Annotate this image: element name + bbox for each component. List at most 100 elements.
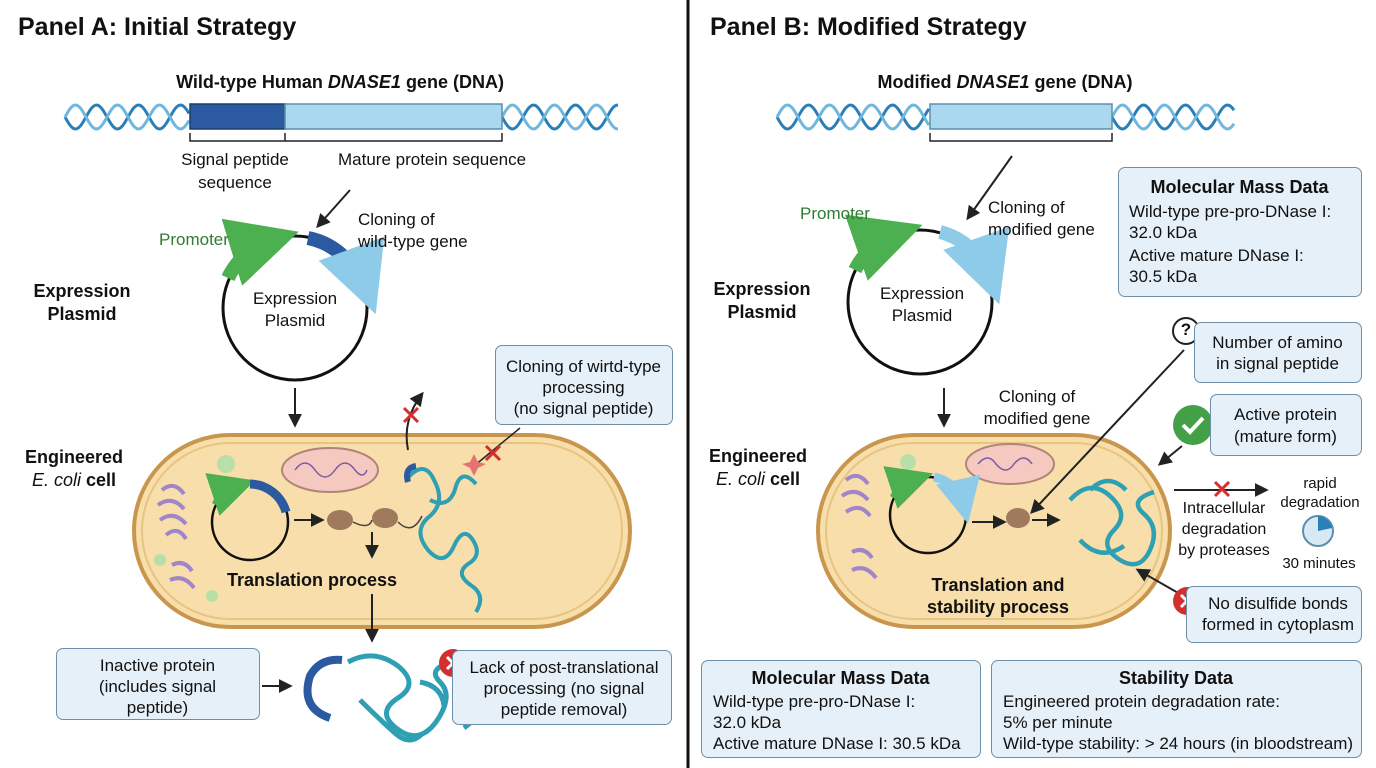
cell-side-a-1: Engineered (24, 447, 124, 467)
molecular-mass-box-bottom: Molecular Mass Data Wild-type pre-pro-DN… (701, 660, 981, 758)
disulfide-box: No disulfide bonds formed in cytoplasm (1186, 586, 1362, 643)
plasmid-inner-b-2: Plasmid (891, 306, 953, 325)
minutes-label: 30 minutes (1282, 555, 1356, 572)
timer-icon (1302, 515, 1334, 547)
signal-peptide-label-1: Signal peptide (181, 150, 289, 169)
degradation-line-3: by proteases (1178, 542, 1270, 559)
gene-name: DNASE1 (327, 72, 401, 92)
gene-suffix: gene (DNA) (400, 72, 504, 92)
mass-bottom-title: Molecular Mass Data (751, 668, 930, 688)
blocked-export-arrow (405, 391, 424, 451)
gene-prefix: Wild-type Human (176, 72, 328, 92)
processing-line-3: (no signal peptide) (513, 399, 654, 418)
cleavage-burst-icon (462, 454, 486, 476)
cloning-arrow-a (316, 189, 351, 229)
cloning-mid-b-1: Cloning of (998, 387, 1076, 406)
mass-top-line-4: 30.5 kDa (1129, 267, 1198, 286)
cell-word: cell (81, 470, 117, 490)
mass-bottom-line-2: 32.0 kDa (713, 713, 782, 732)
gene-bracket-b (929, 133, 1113, 142)
cloning-mid-b-2: modified gene (983, 409, 1091, 428)
gene-suffix-b: gene (DNA) (1029, 72, 1133, 92)
inactive-line-1: Inactive protein (99, 656, 216, 675)
ecoli-italic: E. coli (31, 470, 81, 490)
plasmid-a (221, 218, 385, 382)
panel-b-title: Panel B: Modified Strategy (710, 13, 1027, 41)
question-mark-text: ? (1180, 320, 1192, 339)
plasmid-inner-a-1: Expression (252, 289, 338, 308)
stability-line-3: Wild-type stability: > 24 hours (in bloo… (1003, 734, 1354, 753)
translation-label-b-2: stability process (926, 597, 1070, 617)
mass-bottom-line-1: Wild-type pre-pro-DNase I: (713, 692, 916, 711)
cloning-arrow-b (966, 155, 1013, 221)
active-line-2: (mature form) (1234, 427, 1337, 446)
processing-line-1: Cloning of wirtd-type (506, 357, 661, 376)
disulfide-line-1: No disulfide bonds (1208, 594, 1348, 613)
gene-name-b: DNASE1 (956, 72, 1030, 92)
plasmid-side-a-1: Expression (33, 281, 131, 301)
check-icon (1173, 405, 1213, 445)
lack-line-2: processing (no signal (483, 679, 645, 698)
amino-line-2: in signal peptide (1216, 354, 1339, 373)
dna-helix-a (63, 103, 619, 131)
post-translational-box: Lack of post-translational processing (n… (452, 650, 672, 725)
promoter-label-b: Promoter (800, 204, 870, 223)
inactive-protein-box: Inactive protein (includes signal peptid… (56, 648, 260, 720)
mass-top-line-3: Active mature DNase I: (1129, 246, 1304, 265)
lack-line-3: peptide removal) (500, 700, 628, 719)
rapid-line-2: degradation (1280, 494, 1360, 511)
cloning-label-a-1: Cloning of (358, 210, 435, 229)
dna-helix-b (775, 103, 1236, 131)
cell-word-b: cell (765, 469, 801, 489)
plasmid-side-b-1: Expression (713, 279, 811, 299)
cloning-top-b-1: Cloning of (988, 198, 1065, 217)
cell-side-b-1: Engineered (708, 446, 808, 466)
translation-label-b-1: Translation and (931, 575, 1065, 595)
mature-sequence-segment (284, 103, 503, 130)
stability-title: Stability Data (1118, 668, 1234, 688)
rapid-degradation-label: rapid degradation (1280, 474, 1360, 512)
cell-side-a-2: E. coli cell (12, 469, 136, 492)
plasmid-side-a-2: Plasmid (47, 304, 117, 324)
inactive-line-2: (includes signal (98, 677, 217, 696)
mass-top-line-1: Wild-type pre-pro-DNase I: (1129, 202, 1332, 221)
translation-label-a: Translation process (226, 570, 398, 590)
gene-brackets-a (189, 133, 503, 142)
degradation-x-icon (1213, 480, 1231, 498)
cleavage-x-icon (484, 444, 502, 462)
cell-side-b-2: E. coli cell (696, 468, 820, 491)
mass-top-line-2: 32.0 kDa (1129, 223, 1198, 242)
amino-acid-box: Number of amino in signal peptide (1194, 322, 1362, 383)
ecoli-cell-b (816, 433, 1172, 629)
mass-bottom-line-3: Active mature DNase I: 30.5 kDa (713, 734, 961, 753)
cloning-label-a-2: wild-type gene (358, 232, 468, 251)
stability-data-box: Stability Data Engineered protein degrad… (991, 660, 1362, 758)
lack-line-1: Lack of post-translational (469, 658, 659, 677)
plasmid-side-b-2: Plasmid (727, 302, 797, 322)
degradation-label: Intracellular degradation by proteases (1168, 498, 1280, 561)
ecoli-italic-b: E. coli (715, 469, 765, 489)
gene-prefix-b: Modified (877, 72, 957, 92)
plasmid-b (844, 214, 1010, 376)
molecular-mass-box-top: Molecular Mass Data Wild-type pre-pro-DN… (1118, 167, 1362, 297)
stability-line-2: 5% per minute (1003, 713, 1113, 732)
stability-line-1: Engineered protein degradation rate: (1003, 692, 1280, 711)
plasmid-inner-b-1: Expression (879, 284, 965, 303)
mature-sequence-label: Mature protein sequence (338, 150, 527, 169)
active-protein-box: Active protein (mature form) (1210, 394, 1362, 456)
plasmid-inner-a-2: Plasmid (264, 311, 326, 330)
signal-peptide-segment (189, 103, 286, 130)
panel-a-title: Panel A: Initial Strategy (18, 13, 297, 41)
disulfide-line-2: formed in cytoplasm (1201, 615, 1355, 634)
degradation-line-1: Intracellular (1182, 500, 1266, 517)
gene-title-b: Modified DNASE1 gene (DNA) (800, 72, 1210, 93)
arrow-amino-to-ribosome (1030, 349, 1185, 515)
mass-top-title: Molecular Mass Data (1150, 177, 1329, 197)
ecoli-cell-a (132, 433, 632, 629)
signal-peptide-label-2: sequence (198, 173, 272, 192)
promoter-label-a: Promoter (159, 230, 229, 249)
gene-title-a: Wild-type Human DNASE1 gene (DNA) (100, 72, 580, 93)
rapid-line-1: rapid (1303, 475, 1337, 492)
